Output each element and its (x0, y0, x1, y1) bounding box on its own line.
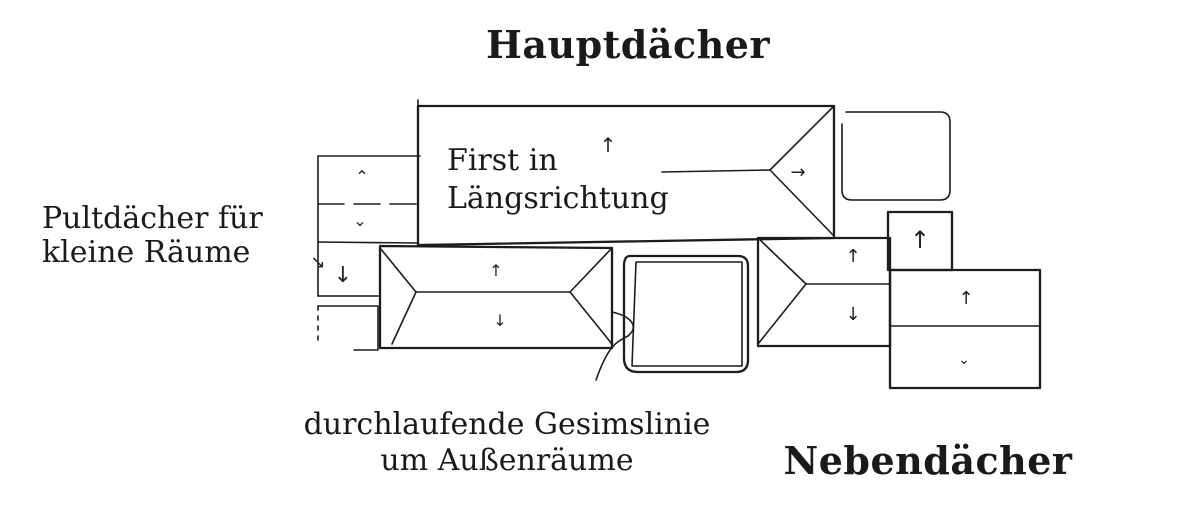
right-roof-up-arrow: ↑ (845, 246, 860, 267)
left-shed-down-arrow: ⌄ (353, 211, 366, 230)
center-roof-down-arrow: ↓ (493, 311, 506, 330)
far-right-bottom-down-arrow: ⌄ (958, 352, 970, 368)
main-roofs-title: Hauptdächer (486, 22, 770, 67)
right-hip-roof: ↑ ↓ (756, 236, 892, 348)
center-hip-roof: ↑ ↓ (378, 244, 634, 381)
center-roof-up-arrow: ↑ (489, 261, 502, 280)
left-shed-small-down-arrow: ↓ (334, 263, 352, 288)
ridge-label-line1: First in (447, 143, 558, 178)
pointer-arrow: ↘ (310, 252, 325, 273)
main-roof-right-arrow: → (790, 162, 805, 183)
left-shed-roofs: ⌃ ⌄ ↓ ↘ (310, 155, 421, 351)
main-roof-up-arrow: ↑ (600, 133, 617, 157)
shed-roof-label-line2: kleine Räume (42, 235, 250, 270)
far-right-middle-up-arrow: ↑ (958, 288, 973, 309)
shed-roof-label-line1: Pultdächer für (42, 201, 263, 236)
left-shed-up-arrow: ⌃ (355, 167, 368, 186)
courtyard-outline (622, 254, 750, 374)
far-right-top-up-arrow: ↑ (910, 226, 930, 254)
ridge-label-line2: Längsrichtung (447, 181, 669, 216)
eave-label-line2: um Außenräume (380, 443, 633, 478)
eave-label-line1: durchlaufende Gesimslinie (304, 407, 711, 442)
far-right-shed-roofs: ↑ ↑ ⌄ (886, 210, 1042, 390)
upper-right-courtyard (841, 111, 951, 201)
right-roof-down-arrow: ↓ (845, 304, 860, 325)
secondary-roofs-title: Nebendächer (784, 438, 1073, 483)
